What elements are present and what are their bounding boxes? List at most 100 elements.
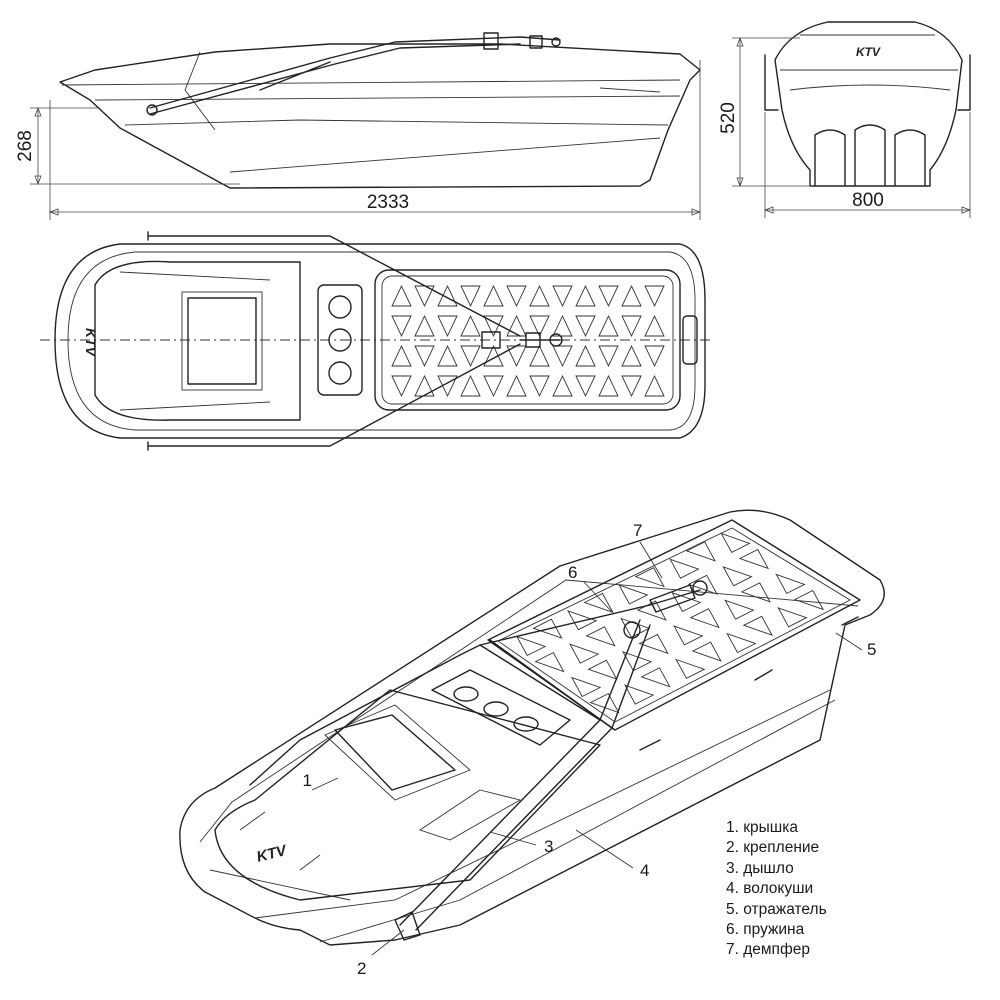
grate-triangle <box>552 345 573 368</box>
grate-triangle <box>515 635 547 657</box>
callout-5: 5 <box>867 640 876 659</box>
grate-triangle <box>644 374 665 397</box>
grate-triangle <box>483 344 504 367</box>
top-damper-icon <box>481 331 501 349</box>
top-view: KTV <box>40 231 710 451</box>
grate-triangle <box>460 374 481 397</box>
front-brand-logo: KTV <box>856 45 881 59</box>
grate-triangle <box>634 567 665 588</box>
grate-triangle <box>671 591 702 613</box>
grate-triangle <box>777 607 808 628</box>
grate-triangle <box>460 314 481 337</box>
callout-leader-3 <box>489 831 537 846</box>
top-lid <box>94 260 301 421</box>
iso-drawbar <box>399 604 651 931</box>
top-cup-panel <box>317 284 363 396</box>
legend: 1. крышка 2. крепление 3. дышло 4. волок… <box>726 818 827 961</box>
grate-triangle <box>598 314 619 337</box>
side-view: 2333 268 <box>15 32 702 220</box>
legend-item-6: 6. пружина <box>726 921 805 939</box>
legend-item-3: 3. дышло <box>726 859 794 877</box>
iso-cup-panel <box>431 669 571 746</box>
top-grate <box>374 269 681 411</box>
grate-triangle <box>460 345 481 368</box>
callout-leader-5 <box>835 632 863 651</box>
grate-triangle <box>391 284 412 307</box>
legend-item-2: 2. крепление <box>726 839 820 857</box>
grate-triangle <box>742 615 773 636</box>
iso-brand-logo: KTV <box>255 842 290 866</box>
legend-item-7: 7. демпфер <box>726 941 810 959</box>
grate-triangle <box>529 284 550 307</box>
grate-triangle <box>585 626 616 647</box>
grate-triangle <box>673 625 704 646</box>
grate-triangle <box>391 315 412 338</box>
grate-triangle <box>532 618 563 639</box>
iso-spring-icon <box>623 621 641 639</box>
top-spring-icon <box>525 332 541 348</box>
grate-triangle <box>687 574 718 595</box>
callout-7: 7 <box>633 521 642 540</box>
callout-1: 1 <box>303 771 312 790</box>
grate-triangle <box>570 676 602 698</box>
grate-triangle <box>624 684 655 705</box>
callout-2: 2 <box>357 959 366 978</box>
grate-triangle <box>738 548 770 570</box>
grate-triangle <box>689 608 720 629</box>
grate-triangle <box>775 573 806 594</box>
callout-leader-7 <box>639 541 663 579</box>
grate-triangle <box>534 652 565 673</box>
callout-3: 3 <box>544 837 553 856</box>
grate-triangle <box>437 315 458 338</box>
grate-triangle <box>460 285 481 308</box>
iso-view: KTV 1 2 3 4 5 6 7 <box>179 509 885 978</box>
grate-triangle <box>724 599 755 620</box>
grate-triangle <box>437 344 458 367</box>
grate-triangle <box>506 314 527 337</box>
grate-triangle <box>638 633 669 655</box>
callout-4: 4 <box>640 861 649 880</box>
side-damper-icon <box>483 32 499 50</box>
grate-triangle <box>621 284 642 307</box>
grate-triangle <box>483 284 504 307</box>
dim-total-height-line <box>732 37 812 187</box>
grate-triangle <box>552 285 573 308</box>
grate-triangle <box>621 315 642 338</box>
grate-triangle <box>391 375 412 398</box>
iso-body-outline <box>179 509 885 946</box>
grate-triangle <box>414 374 435 397</box>
grate-triangle <box>483 315 504 338</box>
front-hull-outline <box>774 21 963 187</box>
top-lid-panel <box>187 297 257 385</box>
grate-triangle <box>598 285 619 308</box>
grate-triangle <box>529 315 550 338</box>
grate-triangle <box>529 344 550 367</box>
side-deck-line <box>61 79 681 86</box>
front-runner-right <box>894 129 926 187</box>
top-brand-logo: KTV <box>83 328 99 358</box>
grate-triangle <box>506 285 527 308</box>
front-runner-left <box>814 129 846 187</box>
front-rail-right <box>957 54 971 111</box>
grate-triangle <box>644 345 665 368</box>
iso-lid <box>214 689 601 901</box>
dim-width-line <box>764 112 971 218</box>
iso-cup-icon-3 <box>513 716 539 732</box>
grate-triangle <box>618 584 649 605</box>
callout-leader-2 <box>371 929 405 956</box>
grate-triangle <box>483 375 504 398</box>
grate-triangle <box>598 345 619 368</box>
side-mount-icon <box>146 104 158 116</box>
grate-triangle <box>506 374 527 397</box>
iso-grate-triangles <box>515 532 825 714</box>
front-runner-center <box>854 124 886 187</box>
top-cup-icon-2 <box>328 328 352 352</box>
front-view: KTV 520 800 <box>718 21 972 218</box>
grate-triangle <box>675 658 706 679</box>
top-handle <box>682 315 698 365</box>
grate-triangle <box>583 592 614 614</box>
grate-triangle <box>575 315 596 338</box>
grate-triangle <box>575 375 596 398</box>
callout-leader-1 <box>311 777 339 791</box>
